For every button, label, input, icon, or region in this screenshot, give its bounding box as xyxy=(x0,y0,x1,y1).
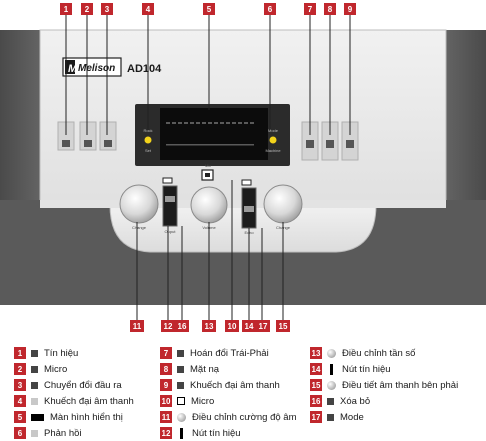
dark-square-icon xyxy=(177,349,184,357)
dark-square-icon xyxy=(177,381,184,389)
svg-text:Machine: Machine xyxy=(265,148,281,153)
left-button-group xyxy=(57,121,117,151)
dark-square-icon xyxy=(31,349,38,357)
svg-text:Rock: Rock xyxy=(143,128,152,133)
display-segments xyxy=(166,122,254,146)
leader-lines-bottom xyxy=(136,180,284,321)
svg-text:Change: Change xyxy=(132,225,147,230)
legend-item-17: 17 Mode xyxy=(310,411,364,423)
legend-item-11: 11 Điều chỉnh cường độ âm xyxy=(160,411,297,423)
legend-item-6: 6 Phản hồi xyxy=(14,426,82,440)
svg-text:M: M xyxy=(68,63,78,75)
button-amplify xyxy=(346,140,354,148)
callout-8: 8 xyxy=(324,3,336,15)
callout-14: 14 xyxy=(242,320,256,332)
right-button-group xyxy=(301,121,359,161)
vertical-bar-icon xyxy=(180,427,183,439)
model-name: AD104 xyxy=(127,63,162,75)
svg-text:Mode: Mode xyxy=(268,128,279,133)
callout-16: 16 xyxy=(175,320,189,332)
dark-square-icon xyxy=(327,397,334,405)
legend-item-1: 1 Tín hiệu xyxy=(14,346,78,360)
dark-square-icon xyxy=(177,365,184,373)
callout-5: 5 xyxy=(203,3,215,15)
callout-17: 17 xyxy=(256,320,270,332)
dark-square-icon xyxy=(31,365,38,373)
svg-text:Mic: Mic xyxy=(205,163,211,168)
right-indicator-led xyxy=(269,136,277,144)
callout-2: 2 xyxy=(81,3,93,15)
callout-3: 3 xyxy=(101,3,113,15)
leader-lines-top xyxy=(65,15,351,135)
callout-9: 9 xyxy=(344,3,356,15)
brand-name: Melison xyxy=(78,63,115,74)
callout-10: 10 xyxy=(225,320,239,332)
button-mask xyxy=(326,140,334,148)
legend-item-12: 12 Nút tín hiệu xyxy=(160,427,241,439)
knob-icon xyxy=(327,380,336,390)
light-square-icon xyxy=(31,429,38,437)
slider-right: Echo xyxy=(241,187,257,235)
callout-12: 12 xyxy=(161,320,175,332)
legend-item-9: 9 Khuếch đại âm thanh xyxy=(160,378,280,392)
callout-6: 6 xyxy=(264,3,276,15)
legend-item-7: 7 Hoán đổi Trái-Phải xyxy=(160,346,269,360)
knob-icon xyxy=(327,348,336,358)
callout-7: 7 xyxy=(304,3,316,15)
callout-13: 13 xyxy=(202,320,216,332)
legend-item-14: 14 Nút tín hiệu xyxy=(310,363,391,375)
legend-item-16: 16 Xóa bỏ xyxy=(310,395,371,407)
callout-4: 4 xyxy=(142,3,154,15)
dark-square-icon xyxy=(31,381,38,389)
knob-icon xyxy=(177,412,186,422)
black-bar-icon xyxy=(31,413,44,421)
legend-item-8: 8 Mặt nạ xyxy=(160,362,219,376)
left-indicator-led xyxy=(144,136,152,144)
legend-item-10: 10 Micro xyxy=(160,395,215,407)
legend-item-13: 13 Điều chỉnh tần số xyxy=(310,347,416,359)
device-illustration: M Melison AD104 Rock Set Mode Machine M xyxy=(0,15,486,321)
legend-item-15: 15 Điều tiết âm thanh bên phải xyxy=(310,379,459,391)
dark-square-icon xyxy=(327,413,334,421)
legend-item-4: 4 Khuếch đại âm thanh xyxy=(14,394,134,408)
legend-item-3: 3 Chuyển đổi đầu ra xyxy=(14,378,122,392)
button-swap-lr xyxy=(306,140,314,148)
callout-1: 1 xyxy=(60,3,72,15)
hollow-square-icon xyxy=(177,397,185,405)
button-micro xyxy=(84,140,92,147)
button-output-switch xyxy=(104,140,112,147)
light-square-icon xyxy=(31,397,38,405)
legend-item-2: 2 Micro xyxy=(14,362,67,376)
display-screen xyxy=(160,108,268,160)
slider-left: Ouput xyxy=(162,185,178,234)
knob-left: Change xyxy=(119,184,159,230)
svg-text:Ouput: Ouput xyxy=(165,229,177,234)
callout-15: 15 xyxy=(276,320,290,332)
button-signal xyxy=(62,140,70,147)
callout-11: 11 xyxy=(130,320,144,332)
legend-item-5: 5 Màn hình hiển thị xyxy=(14,410,123,424)
vertical-bar-icon xyxy=(330,363,333,375)
svg-text:Set: Set xyxy=(145,148,152,153)
